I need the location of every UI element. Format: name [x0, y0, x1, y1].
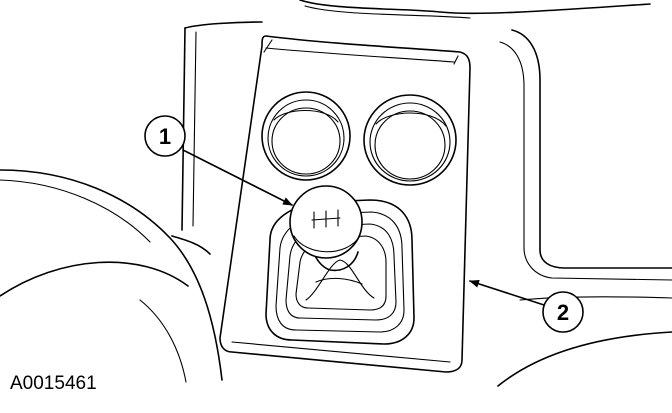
callout-1-number: 1 [159, 124, 171, 149]
gearshift-knob [289, 185, 363, 259]
dashboard-outline [181, 0, 672, 387]
figure-id-label: A0015461 [10, 373, 97, 394]
callout-2: 2 [542, 291, 584, 333]
seat-outline [0, 169, 223, 383]
callout-2-number: 2 [557, 300, 569, 325]
callout-1-circle [144, 115, 186, 157]
callout-2-leader-line [469, 279, 545, 306]
callout-1-leader-line [182, 149, 293, 206]
callout-2-circle [542, 291, 584, 333]
shift-pattern-icon [311, 209, 341, 229]
cup-holder-left [261, 91, 351, 181]
cup-holder-right [363, 94, 457, 186]
callout-1: 1 [144, 115, 186, 157]
callout-leaders [182, 149, 545, 306]
console-trim-panel [219, 35, 471, 373]
